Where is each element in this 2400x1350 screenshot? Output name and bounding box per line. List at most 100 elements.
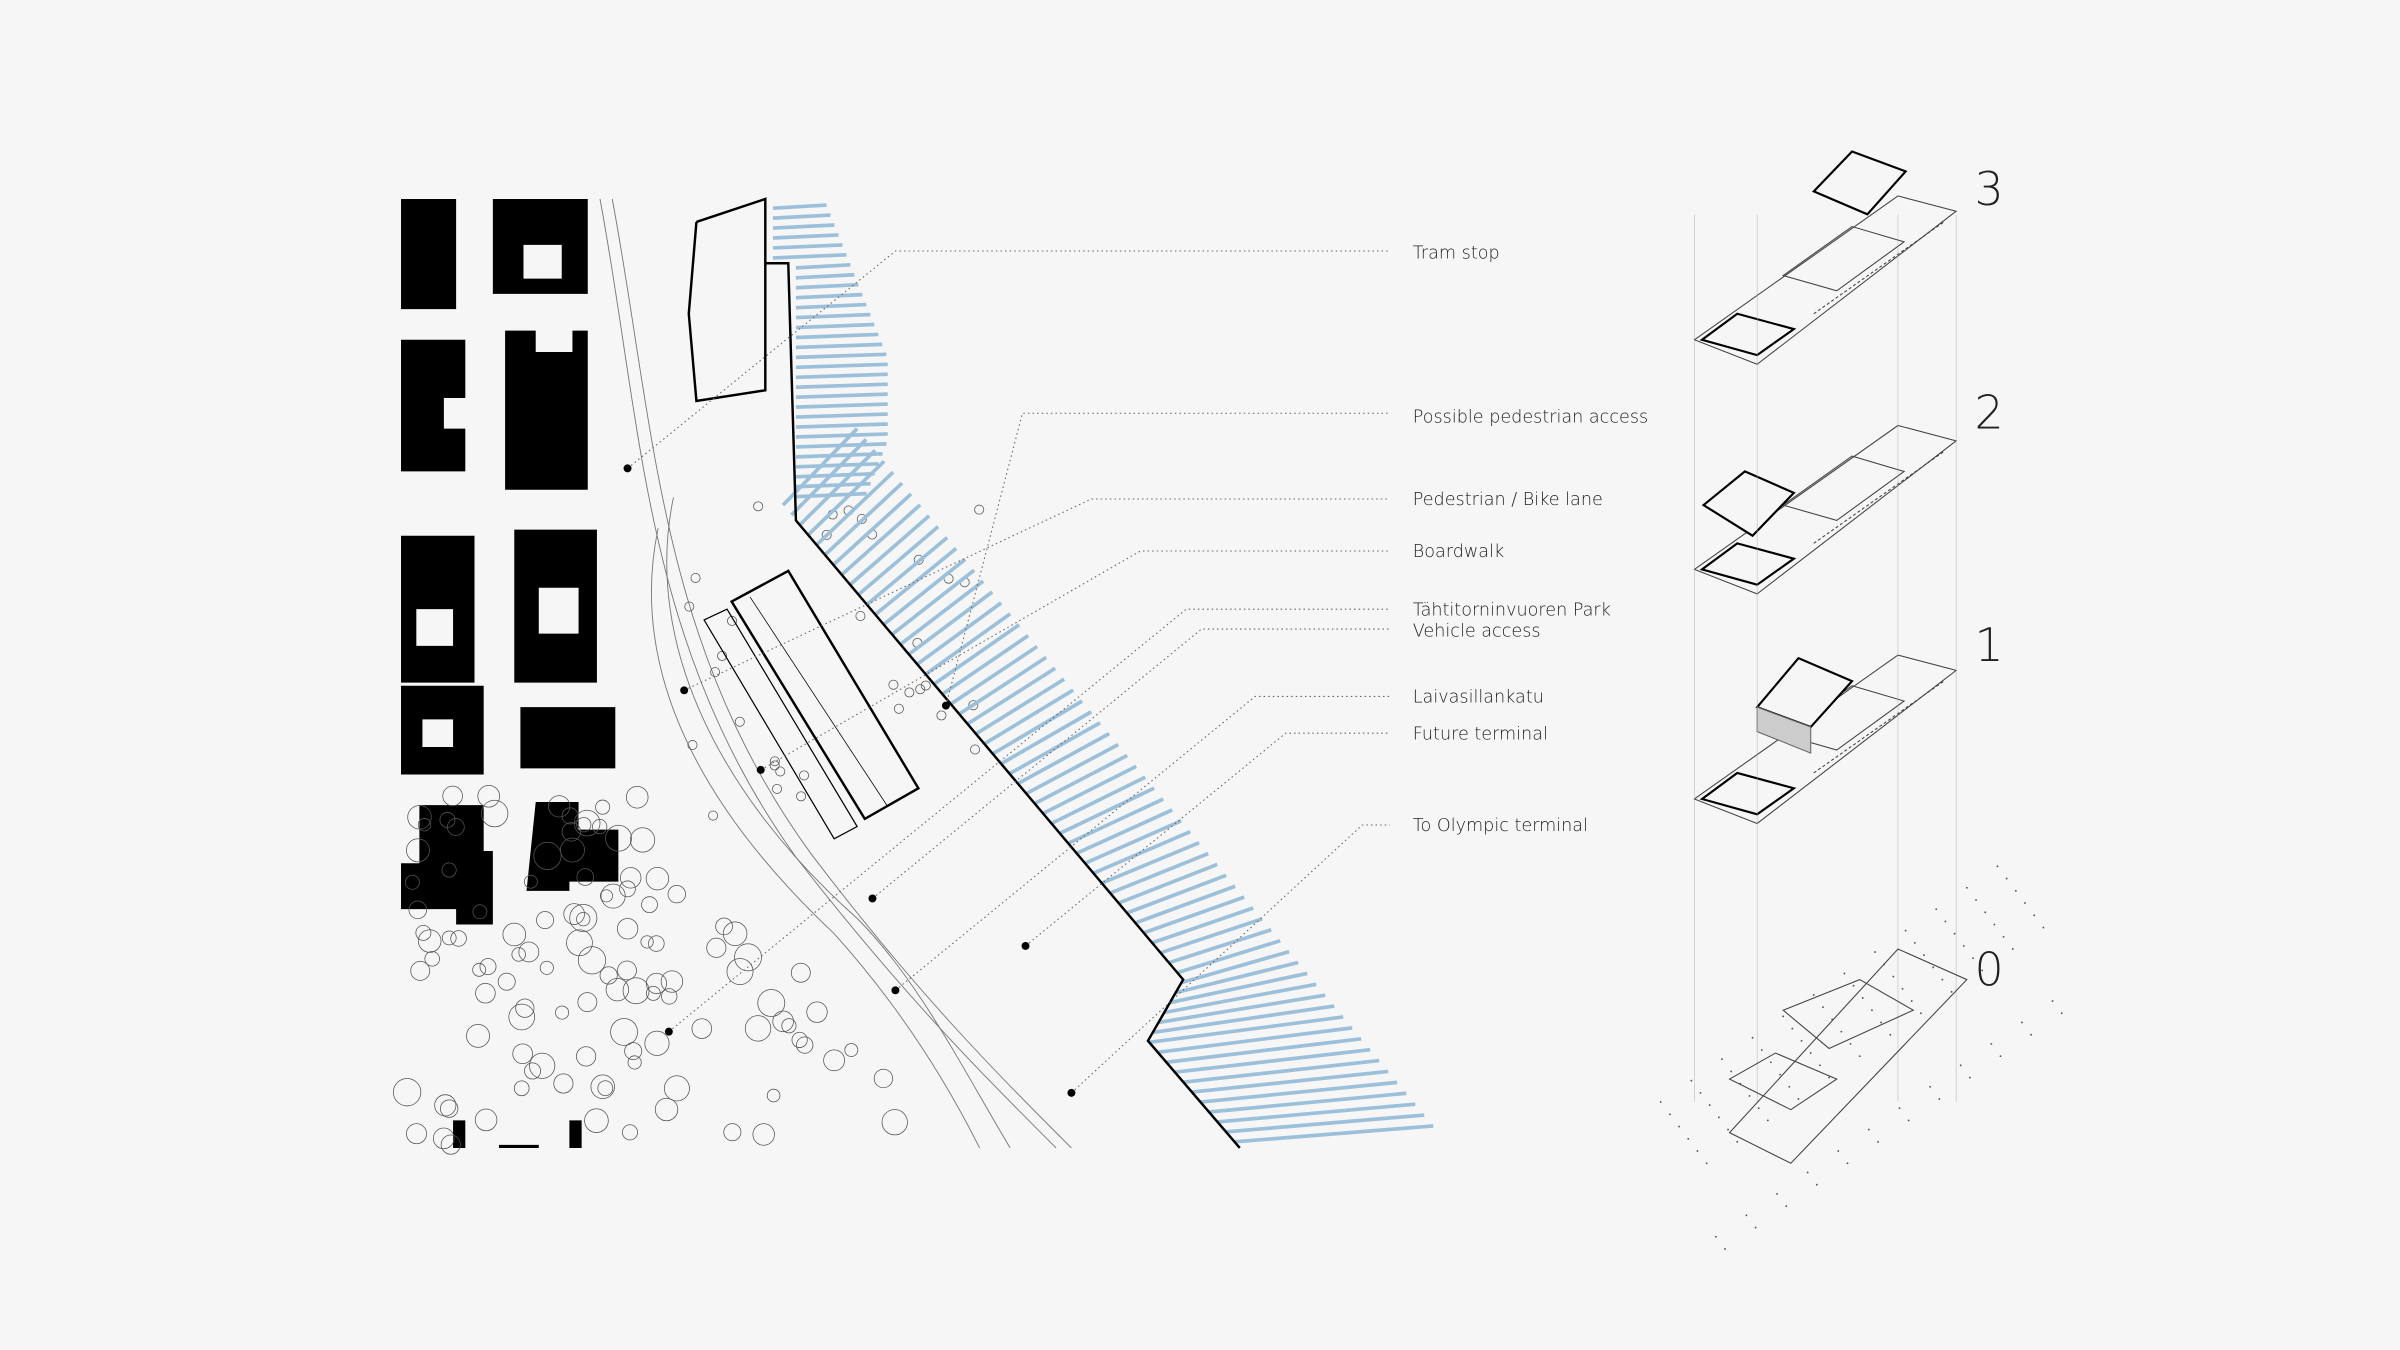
tree-icon — [600, 883, 626, 909]
tree-icon — [406, 838, 430, 863]
water-line — [795, 372, 888, 380]
grid-dot — [1724, 1248, 1726, 1250]
water-line — [1109, 851, 1209, 895]
grid-dot — [1990, 1042, 1993, 1045]
tree-icon — [654, 1097, 679, 1122]
grid-dot — [1714, 1235, 1717, 1238]
tree-icon — [855, 611, 866, 621]
water-line — [795, 432, 888, 439]
water-line — [1134, 884, 1236, 925]
level-2-room-block — [1781, 455, 1906, 521]
tree-icon — [799, 770, 810, 781]
tree-icon — [480, 799, 509, 828]
water-line — [1152, 1004, 1335, 1035]
water-line — [1208, 1091, 1407, 1114]
tree-icon — [404, 874, 420, 890]
water-line — [772, 213, 831, 220]
tree-icon — [660, 970, 684, 993]
tree-icon — [625, 785, 649, 809]
level-1-number: 1 — [1974, 618, 2003, 672]
water-line — [949, 644, 1039, 706]
leader-dot — [941, 701, 950, 710]
tree-icon — [566, 929, 593, 957]
tree-icon — [592, 818, 608, 835]
grid-dot — [1871, 1009, 1873, 1012]
water-line — [882, 557, 967, 626]
leader-dot — [664, 1027, 673, 1036]
tree-icon — [392, 1078, 422, 1107]
water-line — [1075, 808, 1173, 855]
grid-dot — [1696, 1150, 1699, 1152]
level-3-number: 3 — [1974, 162, 2003, 216]
tree-icon — [508, 1003, 536, 1031]
leader-line — [1025, 732, 1390, 947]
tree-icon — [513, 1080, 530, 1097]
grid-dot — [1766, 1119, 1769, 1122]
tree-icon — [974, 504, 985, 515]
tree-icon — [576, 868, 595, 886]
water-line — [865, 536, 949, 607]
water-line — [1025, 742, 1120, 796]
tree-icon — [753, 501, 764, 512]
tree-icon — [690, 572, 701, 583]
grid-dot — [1806, 1171, 1809, 1174]
water-line — [795, 422, 888, 429]
tree-icon — [555, 1005, 570, 1020]
tree-icon — [450, 930, 467, 947]
leader-dot — [891, 986, 900, 995]
grid-dot — [1678, 1125, 1680, 1128]
tree-icon — [644, 1030, 670, 1056]
level-0-room-block — [1782, 978, 1915, 1050]
tree-icon — [706, 937, 727, 958]
tree-icon — [595, 799, 611, 815]
tree-icon — [417, 818, 432, 832]
tree-icon — [796, 1036, 814, 1054]
grid-dot — [1858, 1055, 1861, 1058]
tree-icon — [622, 977, 650, 1005]
tree-icon — [627, 1055, 642, 1070]
tree-icon — [605, 824, 632, 852]
tree-icon — [722, 921, 748, 946]
roads — [599, 198, 1072, 1149]
water-line — [815, 470, 895, 547]
level-3-room-strip — [1813, 221, 1945, 315]
grid-dot — [1699, 1091, 1702, 1094]
tree-icon — [617, 960, 637, 981]
tree-icon — [560, 837, 585, 863]
tree-icon — [856, 514, 867, 524]
leader-line — [1071, 824, 1390, 1094]
grid-dot — [1981, 969, 1984, 972]
grid-dot — [1944, 920, 1947, 923]
grid-dot — [1941, 978, 1944, 981]
tree-icon — [477, 784, 501, 808]
tree-icon — [441, 930, 457, 946]
tree-icon — [629, 827, 656, 853]
tree-icon — [821, 529, 832, 540]
grid-dot — [2033, 914, 2036, 917]
level-0-room-block — [1728, 1052, 1838, 1111]
water-line — [795, 272, 855, 280]
water-line — [840, 503, 922, 577]
water-line — [983, 688, 1075, 746]
tree-icon — [577, 992, 598, 1013]
grid-dot — [1904, 929, 1907, 932]
tree-icon — [684, 601, 695, 612]
water-line — [1158, 993, 1326, 1025]
grid-dot — [1754, 1226, 1757, 1229]
grid-dot — [1935, 908, 1938, 911]
tree-icon — [661, 988, 678, 1005]
tree-icon — [440, 1134, 461, 1155]
level-2-room-strip — [1813, 451, 1945, 544]
tree-icon — [881, 1109, 908, 1136]
grid-dot — [1788, 1085, 1791, 1088]
tree-icon — [406, 1123, 427, 1145]
grid-dot — [1877, 1140, 1879, 1143]
tree-icon — [441, 862, 457, 878]
water-line — [1084, 819, 1182, 865]
grid-dot — [2014, 889, 2017, 892]
tree-icon — [472, 962, 487, 977]
tree-icon — [687, 740, 698, 751]
level-0-floor-plate — [1728, 948, 1968, 1164]
water-line — [1000, 710, 1093, 766]
grid-dot — [1717, 1116, 1720, 1119]
